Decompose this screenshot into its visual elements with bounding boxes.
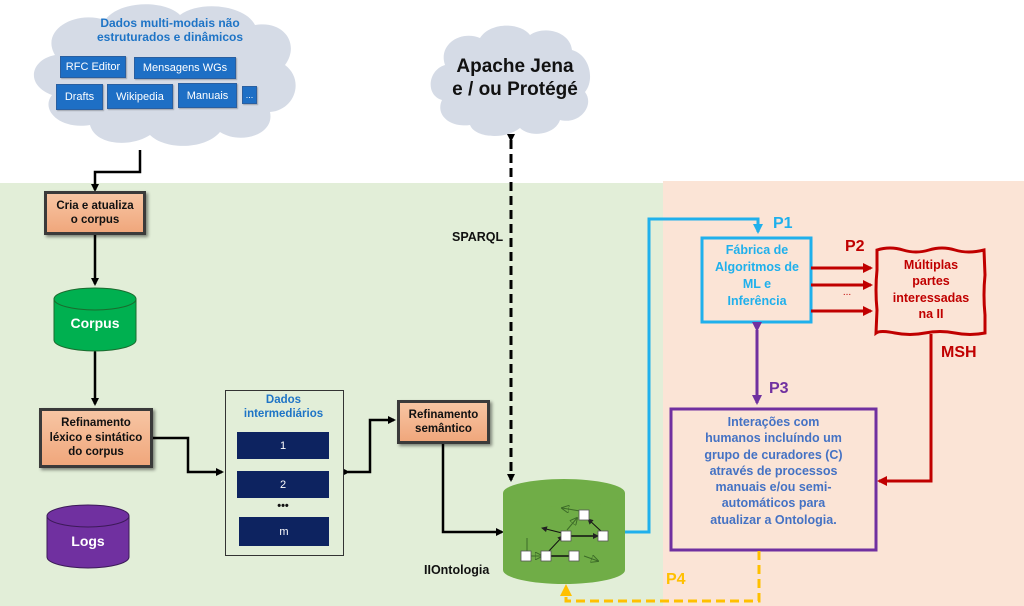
ontology-cylinder	[503, 479, 625, 584]
chip-wikipedia: Wikipedia	[107, 84, 173, 109]
lexical-line1: Refinamento	[61, 417, 131, 430]
intermediate-title: Dados intermediários	[225, 394, 342, 422]
create-corpus-line1: Cria e atualiza	[56, 199, 134, 212]
intermediate-item-m: m	[239, 517, 329, 546]
intermediate-semantic-link	[342, 416, 396, 476]
corpus-label: Corpus	[70, 315, 120, 331]
human-line1: Interações com	[727, 415, 820, 429]
data-cloud-title-line1: Dados multi-modais não	[100, 16, 240, 30]
p4-connector	[560, 551, 761, 603]
human-line4: através de processos	[709, 463, 838, 478]
stakeholders-line4: na II	[918, 306, 944, 321]
ml-factory-line1: Fábrica de	[725, 243, 789, 257]
jena-protege-cloud	[430, 25, 591, 136]
ontology-graph-icon	[520, 508, 609, 561]
jena-line1: Apache Jena	[456, 56, 574, 77]
human-interaction-box: Interações com humanos incluíndo um grup…	[673, 414, 874, 528]
ml-factory-box: Fábrica de Algoritmos de ML e Inferência	[704, 242, 810, 310]
jena-line2: e / ou Protégé	[452, 78, 578, 100]
stakeholders-line3: interessadas	[892, 290, 970, 305]
semantic-refinement-box: Refinamento semântico	[397, 400, 490, 444]
human-line5: manuais e/ou semi-	[715, 480, 832, 494]
intermediate-title-line1: Dados	[265, 394, 302, 406]
intermediate-title-line2: intermediários	[243, 407, 324, 420]
p2-ellipsis: ...	[842, 287, 852, 298]
data-cloud-title-line2: estruturados e dinâmicos	[96, 30, 244, 45]
ml-factory-line2: Algoritmos de	[714, 259, 800, 274]
ontology-label: IIOntologia	[424, 563, 490, 577]
data-cloud-title: Dados multi-modais não estruturados e di…	[60, 16, 280, 45]
ml-factory-line3: ML e	[742, 276, 772, 291]
logs-label: Logs	[71, 533, 105, 549]
lexical-line3: do corpus	[68, 446, 124, 459]
chip-mensagens-wgs: Mensagens WGs	[134, 57, 236, 79]
msh-label: MSH	[941, 344, 977, 361]
stakeholders-border	[874, 246, 987, 337]
semantic-line2: semântico	[415, 423, 472, 435]
logs-cylinder	[46, 504, 130, 569]
msh-connector	[877, 334, 933, 486]
p1-connector	[625, 217, 763, 534]
jena-cloud-label: Apache Jena e / ou Protégé	[440, 56, 590, 102]
stakeholders-box: Múltiplas partes interessadas na II	[878, 257, 984, 322]
create-corpus-line2: o corpus	[70, 214, 120, 226]
intermediate-ellipsis: •••	[277, 500, 289, 512]
human-line3: grupo de curadores (C)	[704, 447, 843, 462]
semantic-line1: Refinamento	[408, 408, 479, 421]
intermediate-item-1: 1	[237, 432, 329, 459]
create-corpus-box: Cria e atualiza o corpus	[44, 191, 146, 235]
chip-more: ...	[242, 86, 257, 104]
p3-label: P3	[769, 380, 789, 397]
cloud-to-corpus-arrow	[91, 150, 142, 192]
ml-factory-line4: Inferência	[727, 293, 787, 308]
p1-label: P1	[773, 215, 793, 232]
stakeholders-line1: Múltiplas	[903, 258, 959, 272]
lexical-intermediate-link	[147, 434, 224, 476]
intermediate-item-2: 2	[237, 471, 329, 498]
human-line2: humanos incluíndo um	[705, 431, 842, 446]
lexical-line2: léxico e sintático	[49, 431, 143, 444]
human-line6: automáticos para	[721, 496, 826, 511]
semantic-ontology-link	[439, 437, 504, 536]
chip-rfc-editor: RFC Editor	[60, 56, 126, 78]
chip-manuais: Manuais	[178, 83, 237, 108]
human-line7: atualizar a Ontologia.	[710, 512, 837, 527]
human-interaction-border	[669, 407, 878, 552]
p2-label: P2	[845, 238, 865, 255]
p4-label: P4	[666, 571, 686, 588]
sparql-label: SPARQL	[452, 230, 504, 244]
stakeholders-line2: partes	[912, 274, 950, 289]
chip-drafts: Drafts	[56, 84, 103, 110]
corpus-cylinder	[53, 287, 137, 352]
